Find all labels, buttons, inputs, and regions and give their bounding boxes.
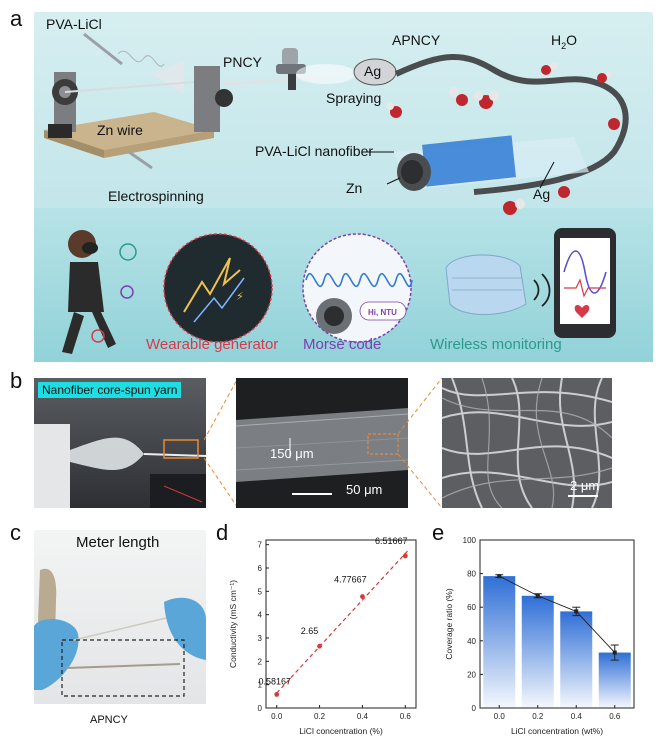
y-tick-label: 0 (258, 704, 263, 713)
smartphone-icon (554, 228, 616, 338)
y-tick-label: 2 (258, 657, 263, 666)
data-label: 0.58167 (258, 676, 291, 686)
apncy-caption: APNCY (90, 714, 128, 726)
sem-yarn-illustration (236, 408, 408, 495)
panel-a-illustration: ⚡ (44, 32, 629, 354)
y-tick-label: 60 (467, 603, 476, 612)
trend-line (499, 575, 616, 653)
data-label: 6.51667 (375, 536, 408, 546)
yarn-width-label: 150 μm (270, 446, 314, 461)
fit-line (276, 548, 411, 694)
zoom-lines-1 (204, 378, 238, 508)
panel-a-letter: a (10, 6, 23, 31)
conductivity-chart: 0 1 2 3 4 5 6 7 0.0 0.2 0.4 0.6 0.58167 2.65 4.77667 6.… (228, 536, 417, 736)
bar (521, 595, 554, 708)
y-tick-label: 7 (258, 541, 263, 550)
h2o-label: H2O (551, 32, 578, 51)
y-tick-label: 5 (258, 587, 263, 596)
yarn-photo-illustration (34, 424, 206, 508)
data-point (360, 594, 365, 599)
y-tick-label: 80 (467, 570, 476, 579)
y-axis-title: Coverage ratio (%) (444, 588, 454, 660)
scale-bar-right: 2 μm (570, 478, 600, 493)
y-tick-label: 40 (467, 637, 476, 646)
spray-gun-icon (276, 48, 306, 90)
x-tick-label: 0.4 (357, 712, 369, 721)
x-axis-title: LiCl concentration (wt%) (511, 726, 603, 736)
panel-e-letter: e (432, 520, 445, 545)
x-tick-label: 0.4 (571, 712, 583, 721)
zn-label: Zn (346, 180, 363, 196)
wireless-monitoring-label: Wireless monitoring (430, 336, 562, 353)
y-tick-label: 1 (258, 681, 263, 690)
trend-marker (574, 609, 579, 614)
x-tick-label: 0.0 (271, 712, 283, 721)
wearable-generator-label: Wearable generator (146, 336, 279, 353)
sem-nanofiber-illustration (442, 378, 612, 508)
electrospinning-label: Electrospinning (108, 188, 204, 204)
y-tick-label: 0 (472, 704, 477, 713)
scale-bar-mid: 50 μm (346, 482, 383, 497)
pva-licl-label: PVA-LiCl (46, 16, 102, 32)
y-tick-label: 20 (467, 670, 476, 679)
morse-code-circle (302, 233, 413, 343)
data-point (274, 692, 280, 697)
y-axis-title: Conductivity (mS cm⁻¹) (228, 580, 238, 668)
y-tick-label: 100 (463, 536, 477, 545)
data-label: 2.65 (301, 626, 319, 636)
panel-b-letter: b (10, 368, 23, 393)
morse-bubble-text: Hi, NTU (368, 308, 397, 317)
trend-marker (497, 574, 502, 579)
y-tick-label: 6 (258, 564, 263, 573)
trend-marker (535, 593, 540, 598)
sem-yarn-image: 150 μm 50 μm (236, 378, 408, 508)
pva-nanofiber-label: PVA-LiCl nanofiber (255, 143, 374, 159)
zn-wire-label: Zn wire (97, 122, 143, 138)
ag-bubble-label: Ag (364, 63, 382, 79)
x-tick-label: 0.2 (532, 712, 544, 721)
ag-label: Ag (533, 186, 551, 202)
x-tick-label: 0.6 (400, 712, 412, 721)
morse-code-label: Morse code (303, 336, 382, 353)
trend-marker (612, 650, 617, 655)
x-tick-label: 0.0 (494, 712, 506, 721)
data-point (402, 553, 408, 559)
x-tick-label: 0.6 (609, 712, 621, 721)
spraying-label: Spraying (326, 90, 382, 106)
plot-frame (265, 539, 417, 709)
y-tick-label: 4 (258, 611, 263, 620)
svg-text:⚡: ⚡ (236, 290, 244, 303)
meter-length-illustration (34, 568, 206, 697)
y-tick-label: 3 (258, 634, 263, 643)
data-label: 4.77667 (334, 575, 367, 585)
bar (598, 652, 631, 708)
x-axis-title: LiCl concentration (%) (299, 726, 383, 736)
meter-length-photo: Meter length (34, 530, 206, 704)
wearable-generator-circle: ⚡ (163, 233, 273, 343)
x-tick-label: 0.2 (314, 712, 326, 721)
sem-nanofiber-image: 2 μm (442, 378, 612, 508)
meter-length-title: Meter length (76, 534, 160, 551)
water-molecule-icons (386, 62, 620, 215)
panel-d-letter: d (216, 520, 229, 545)
bar (483, 576, 516, 708)
pncy-label: PNCY (223, 54, 262, 70)
plot-frame (479, 539, 635, 709)
yarn-photo: Nanofiber core-spun yarn (34, 378, 206, 508)
bar (560, 611, 593, 708)
electrospinning-setup-icon (44, 32, 233, 170)
apncy-label: APNCY (392, 32, 441, 48)
yarn-label-tag: Nanofiber core-spun yarn (38, 382, 182, 398)
yarn-cross-section-icon (394, 135, 589, 191)
runner-figure-icon (62, 230, 137, 354)
face-mask-icon (445, 254, 551, 315)
data-point (317, 643, 322, 649)
panel-c-letter: c (10, 520, 21, 545)
zoom-lines-2 (398, 378, 442, 508)
